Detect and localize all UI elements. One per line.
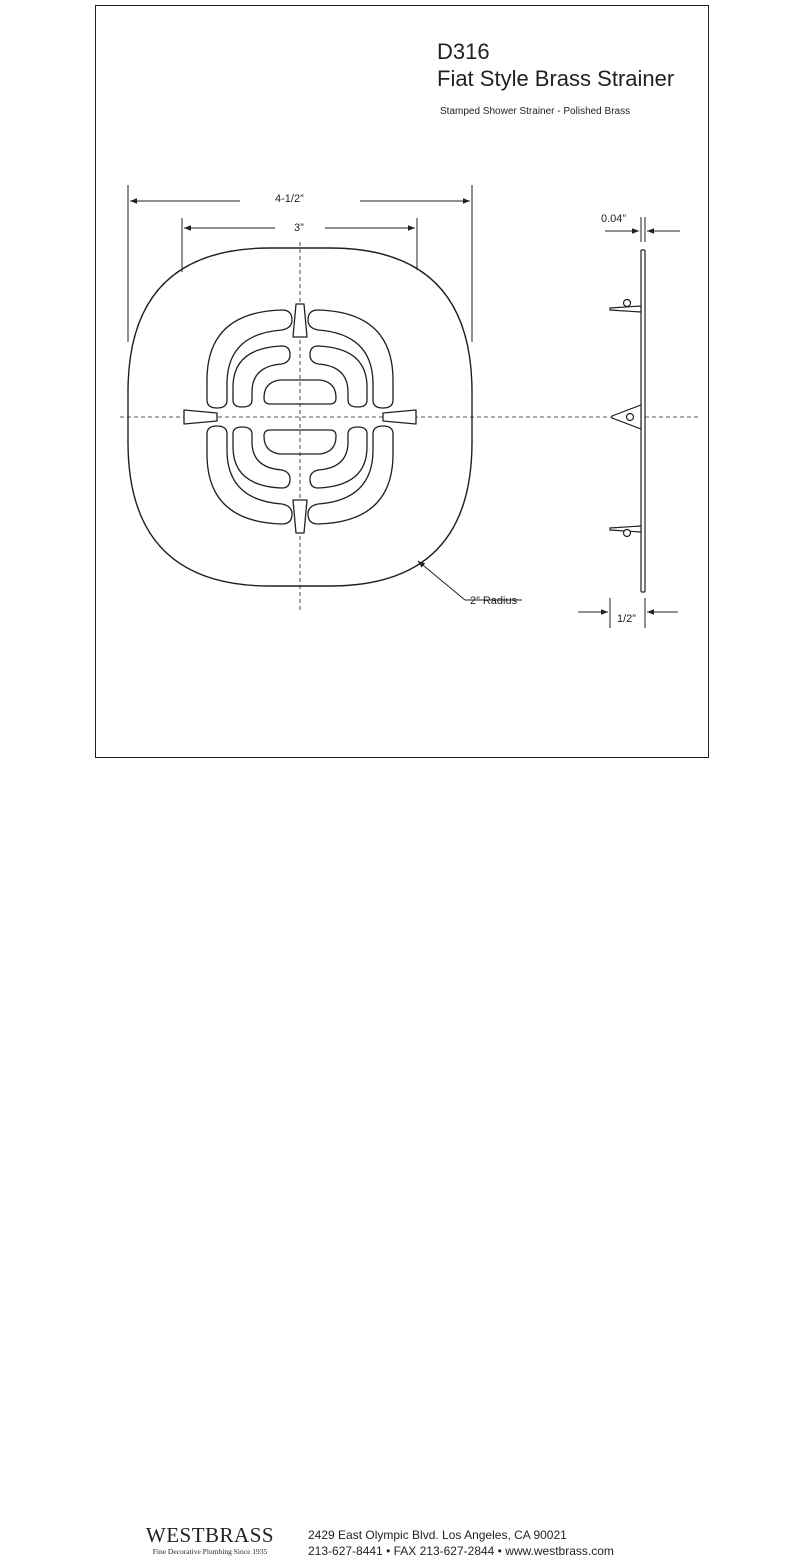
slot-outer-bottom-right xyxy=(307,425,394,525)
product-subtitle: Stamped Shower Strainer - Polished Brass xyxy=(440,106,631,117)
inner-width-label: 3” xyxy=(294,222,304,234)
side-profile-view xyxy=(609,249,646,593)
slot-inner-top-right xyxy=(309,345,368,408)
thickness-label: 0.04” xyxy=(601,213,626,225)
profile-lug-bottom-hole xyxy=(622,528,632,538)
strainer-slots xyxy=(206,309,394,525)
title-block: D316 Fiat Style Brass Strainer xyxy=(437,38,674,92)
dimension-inner-width xyxy=(181,218,418,272)
lug-bottom xyxy=(292,499,308,534)
technical-drawing: 4-1/2” 3” 2” Radius 0.04” 1/2” xyxy=(120,185,700,628)
depth-label: 1/2” xyxy=(617,613,636,625)
dimension-thickness xyxy=(605,217,680,242)
strainer-outline xyxy=(127,247,473,587)
slot-inner-bottom-right xyxy=(309,426,368,489)
slot-outer-top-left xyxy=(206,309,293,409)
profile-lug-top xyxy=(609,305,642,313)
slot-outer-bottom-left xyxy=(206,425,293,525)
profile-lug-center-hole xyxy=(625,412,635,422)
dimension-depth xyxy=(578,598,678,628)
strainer-lugs xyxy=(183,303,417,534)
slot-inner-bottom-left xyxy=(232,426,291,489)
slot-outer-top-right xyxy=(307,309,394,409)
profile-lug-top-hole xyxy=(622,298,632,308)
product-name: Fiat Style Brass Strainer xyxy=(437,66,675,91)
address-line: 2429 East Olympic Blvd. Los Angeles, CA … xyxy=(308,1528,567,1542)
drawing-border xyxy=(95,5,709,758)
brand-name: WESTBRASS xyxy=(145,1523,275,1547)
slot-center-bottom xyxy=(263,429,337,455)
lug-left xyxy=(183,409,218,425)
radius-leader xyxy=(417,560,522,601)
profile-lug-bottom xyxy=(609,525,642,533)
footer: WESTBRASS Fine Decorative Plumbing Since… xyxy=(0,758,800,1559)
dimension-overall-width xyxy=(127,185,473,342)
radius-label: 2” Radius xyxy=(470,595,518,607)
slot-inner-top-left xyxy=(232,345,291,408)
lug-right xyxy=(382,409,417,425)
center-lines xyxy=(120,242,700,612)
contact-info: 2429 East Olympic Blvd. Los Angeles, CA … xyxy=(308,1527,614,1559)
model-number: D316 xyxy=(437,39,490,64)
brand-tagline: Fine Decorative Plumbing Since 1935 xyxy=(152,1547,268,1556)
radius-leader-line xyxy=(417,560,466,601)
brand-logo: WESTBRASS Fine Decorative Plumbing Since… xyxy=(135,1523,285,1557)
slot-center-top xyxy=(263,379,337,405)
lug-top xyxy=(292,303,308,338)
contact-line: 213-627-8441 • FAX 213-627-2844 • www.we… xyxy=(308,1544,614,1558)
overall-width-label: 4-1/2” xyxy=(275,193,304,205)
